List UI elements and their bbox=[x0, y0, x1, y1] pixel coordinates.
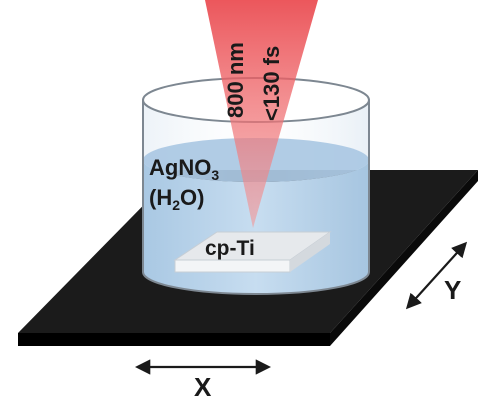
solvent-close: O) bbox=[180, 185, 204, 210]
solution-formula-main: AgNO bbox=[149, 155, 211, 180]
stage-front-edge bbox=[18, 333, 330, 346]
solvent-open: (H bbox=[149, 185, 172, 210]
sample-label: cp-Ti bbox=[205, 237, 255, 260]
x-axis-label: X bbox=[194, 372, 212, 401]
y-axis-arrow bbox=[405, 241, 468, 310]
sample-front-face bbox=[174, 259, 291, 273]
y-axis-label: Y bbox=[444, 275, 461, 305]
laser-beam bbox=[205, 0, 318, 228]
solvent-label: (H2O) bbox=[149, 185, 204, 213]
stage-side-edge bbox=[330, 170, 478, 346]
sample-side-face bbox=[290, 232, 330, 272]
solvent-subscript: 2 bbox=[172, 197, 180, 213]
sample-plate bbox=[173, 231, 332, 273]
beaker-bottom-edge bbox=[142, 271, 370, 295]
solution-formula-label: AgNO3 bbox=[149, 155, 219, 183]
solution-formula-subscript: 3 bbox=[211, 167, 219, 183]
laser-wavelength-label: 800 nm bbox=[223, 42, 248, 118]
laser-pulse-label: <130 fs bbox=[259, 46, 284, 121]
